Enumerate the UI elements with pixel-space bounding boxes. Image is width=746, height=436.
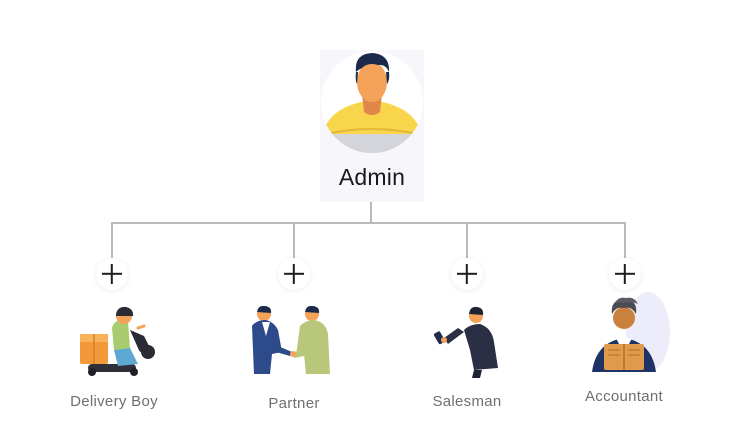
add-delivery-boy-plus-icon[interactable] — [96, 258, 128, 290]
admin-label: Admin — [338, 164, 406, 190]
connector-drop-3 — [466, 222, 468, 260]
add-partner-plus-icon[interactable] — [278, 258, 310, 290]
admin-card[interactable] — [320, 50, 424, 202]
role-label-delivery-boy: Delivery Boy — [70, 393, 158, 410]
connector-horizontal-bar — [111, 222, 626, 224]
role-label-salesman: Salesman — [432, 393, 502, 410]
partner-handshake-illustration — [252, 306, 330, 374]
delivery-boy-illustration — [80, 306, 155, 376]
accountant-illustration — [592, 292, 670, 372]
connector-drop-2 — [293, 222, 295, 260]
add-accountant-plus-icon[interactable] — [609, 258, 641, 290]
connector-root-stem — [370, 202, 372, 224]
connector-drop-1 — [111, 222, 113, 260]
connector-drop-4 — [624, 222, 626, 260]
role-label-accountant: Accountant — [584, 388, 664, 405]
admin-avatar — [321, 51, 423, 153]
role-label-partner: Partner — [268, 395, 320, 412]
add-salesman-plus-icon[interactable] — [451, 258, 483, 290]
salesman-illustration — [433, 306, 498, 378]
